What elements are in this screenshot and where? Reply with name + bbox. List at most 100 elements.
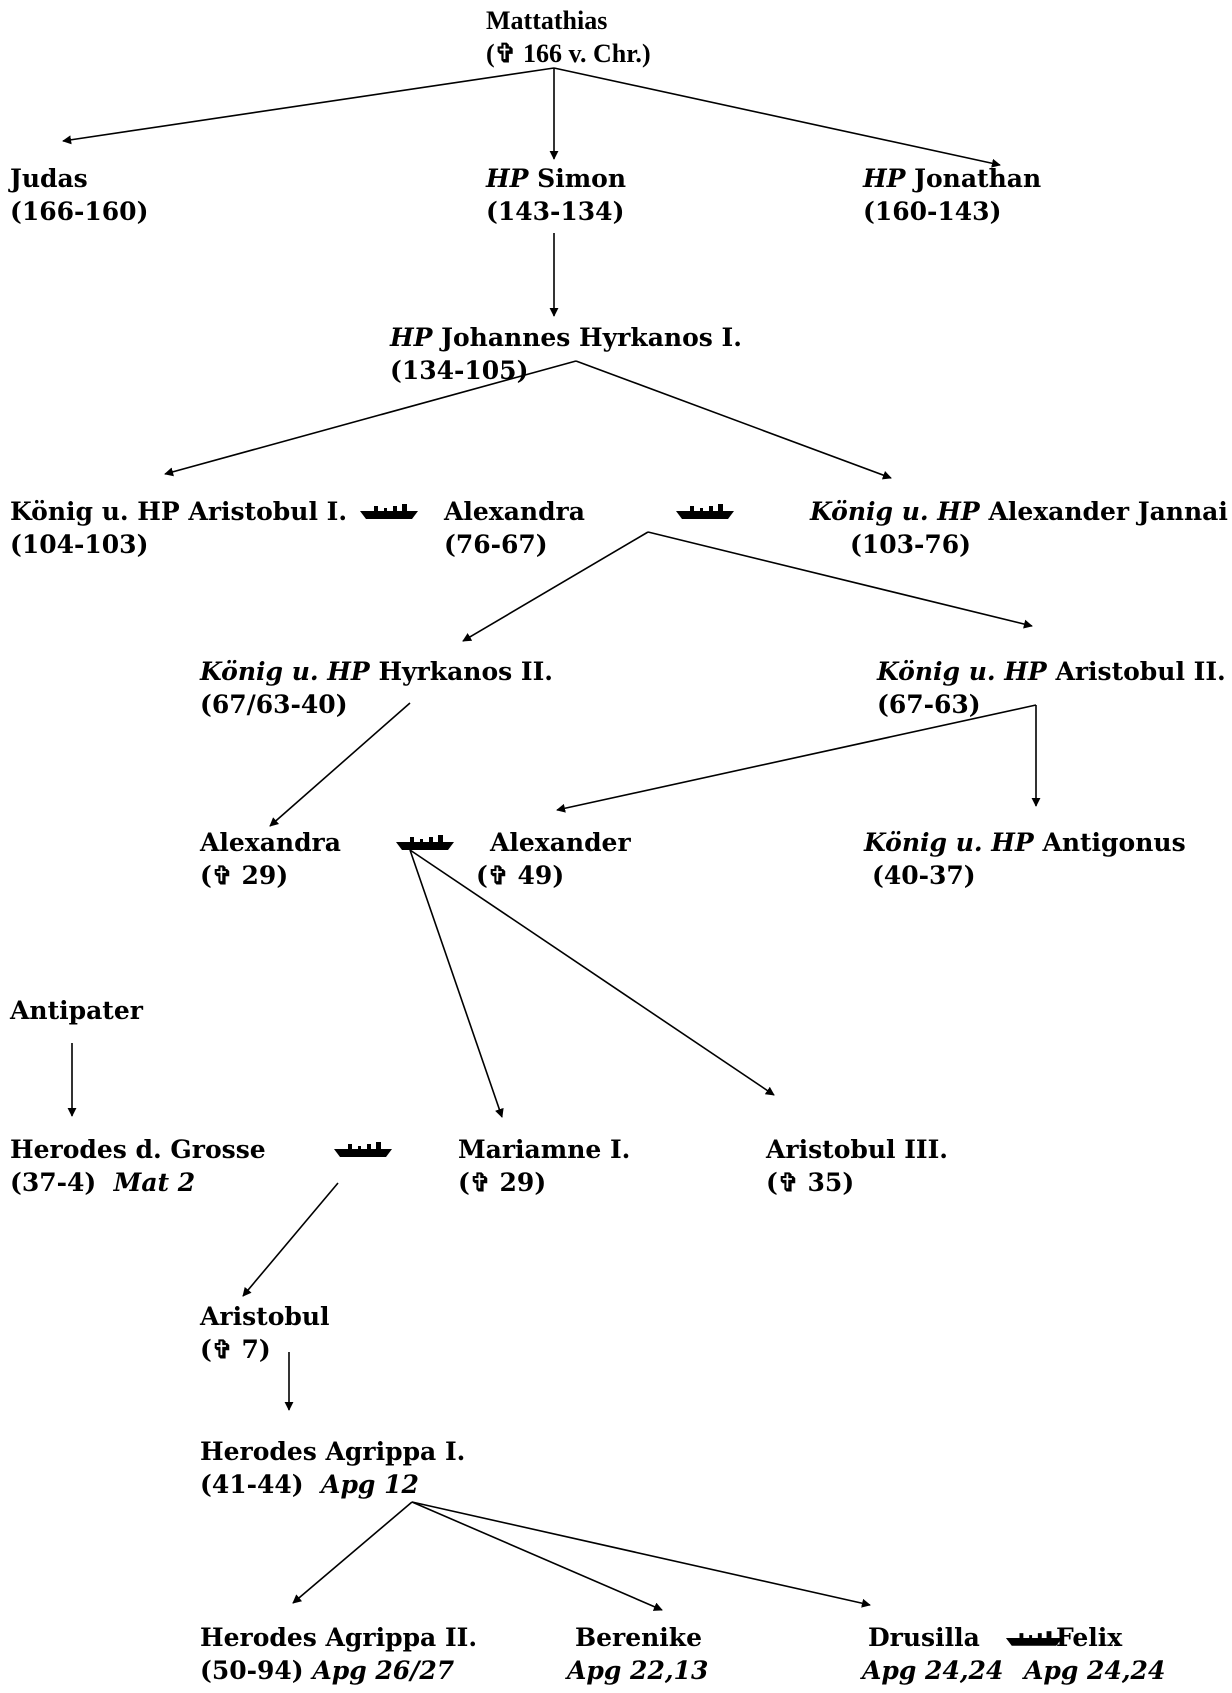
node-title: HP xyxy=(863,164,906,193)
node-dates: (134-105) xyxy=(390,356,529,385)
node-name: Alexander xyxy=(490,828,631,857)
edge-hyrkanos2-alexandra2 xyxy=(269,702,411,827)
edge-couple-aristobul2 xyxy=(647,531,1033,629)
death-year: 7 xyxy=(241,1335,259,1364)
node-mattathias: Mattathias (✞ 166 v. Chr.) xyxy=(486,6,651,68)
edge-mattathias-judas xyxy=(62,67,555,145)
node-name: Simon xyxy=(537,164,626,193)
node-name: Alexandra xyxy=(444,497,585,526)
marriage-ship-icon xyxy=(360,504,418,519)
node-dates: (143-134) xyxy=(486,197,625,226)
edge-aristobul2-alexander xyxy=(556,704,1037,813)
node-aristobul1: König u. HP Aristobul I. (104-103) xyxy=(10,495,347,561)
cross-icon: ✞ xyxy=(487,861,509,890)
node-alexander: Alexander (✞ 49) xyxy=(476,828,631,890)
marriage-ship-icon xyxy=(676,504,734,519)
node-berenike: Berenike Apg 22,13 xyxy=(567,1621,708,1687)
edge-hyrkanos1-jannai xyxy=(575,360,892,480)
node-title: König u. HP xyxy=(810,497,980,526)
node-aristobul: Aristobul (✞ 7) xyxy=(200,1302,330,1364)
bible-reference: Mat 2 xyxy=(113,1168,196,1197)
node-agrippa2: Herodes Agrippa II. (50-94) Apg 26/27 xyxy=(200,1621,477,1687)
edge-agrippa1-agrippa2 xyxy=(292,1501,413,1604)
edge-couple-hyrkanos2 xyxy=(462,531,649,642)
node-herodes: Herodes d. Grosse (37-4) Mat 2 xyxy=(10,1133,266,1199)
node-dates: (41-44) xyxy=(200,1470,304,1499)
node-dates: (76-67) xyxy=(444,530,548,559)
edge-herodes-aristobul xyxy=(242,1182,339,1297)
node-name: Aristobul II. xyxy=(1055,657,1226,686)
node-mariamne: Mariamne I. (✞ 29) xyxy=(458,1135,631,1197)
node-drusilla: Drusilla Apg 24,24 xyxy=(862,1621,1003,1687)
bible-reference: Apg 12 xyxy=(321,1470,419,1499)
node-dates: (166-160) xyxy=(10,197,149,226)
node-hyrkanos1: HP Johannes Hyrkanos I. (134-105) xyxy=(390,321,742,387)
node-dates: (67-63) xyxy=(877,690,981,719)
node-name: Alexandra xyxy=(200,828,341,857)
node-alexandra1: Alexandra (76-67) xyxy=(444,495,585,561)
node-antipater: Antipater xyxy=(10,994,143,1027)
bible-reference: Apg 22,13 xyxy=(567,1656,709,1685)
node-title: König u. HP xyxy=(200,657,370,686)
node-name: Aristobul xyxy=(200,1302,330,1331)
death-year: 35 xyxy=(807,1168,843,1197)
edge-agrippa1-berenike xyxy=(411,1501,663,1611)
node-title: HP xyxy=(390,323,433,352)
node-dates: (103-76) xyxy=(850,530,972,559)
node-name: Drusilla xyxy=(868,1623,980,1652)
edge-agrippa1-drusilla xyxy=(411,1501,871,1608)
node-antigonus: König u. HP Antigonus (40-37) xyxy=(864,826,1186,892)
node-dates: (67/63-40) xyxy=(200,690,348,719)
node-aristobul3: Aristobul III. (✞ 35) xyxy=(766,1135,949,1197)
node-name: Antipater xyxy=(10,996,143,1025)
cross-icon: ✞ xyxy=(211,1335,233,1364)
node-aristobul2: König u. HP Aristobul II. (67-63) xyxy=(877,655,1226,721)
node-name: Herodes Agrippa II. xyxy=(200,1623,478,1652)
cross-icon: ✞ xyxy=(469,1168,491,1197)
node-agrippa1: Herodes Agrippa I. (41-44) Apg 12 xyxy=(200,1435,465,1501)
node-name: Judas xyxy=(10,164,88,193)
node-name: Jonathan xyxy=(914,164,1042,193)
node-name: Aristobul III. xyxy=(766,1135,949,1164)
node-name: König u. HP Aristobul I. xyxy=(10,497,348,526)
node-dates: (50-94) xyxy=(200,1656,304,1685)
node-dates: (160-143) xyxy=(863,197,1002,226)
node-judas: Judas (166-160) xyxy=(10,162,148,228)
death-year: 49 xyxy=(517,861,553,890)
bible-reference: Apg 24,24 xyxy=(1024,1656,1166,1685)
bible-reference: Apg 26/27 xyxy=(312,1656,455,1685)
death-year: 29 xyxy=(241,861,277,890)
node-jannai: König u. HP Alexander Jannai (103-76) xyxy=(810,495,1228,561)
node-dates: (37-4) xyxy=(10,1168,97,1197)
node-name: Mattathias xyxy=(486,6,608,35)
node-name: Antigonus xyxy=(1042,828,1186,857)
cross-icon: ✞ xyxy=(211,861,233,890)
death-date: 166 v. Chr. xyxy=(522,39,642,68)
edge-hyrkanos1-aristobul1 xyxy=(164,360,577,477)
node-name: Berenike xyxy=(575,1623,703,1652)
node-felix: Felix Apg 24,24 xyxy=(1024,1621,1165,1687)
node-simon: HP Simon (143-134) xyxy=(486,162,626,228)
node-title: König u. HP xyxy=(877,657,1047,686)
bible-reference: Apg 24,24 xyxy=(862,1656,1004,1685)
edge-couple-mariamne xyxy=(409,849,504,1118)
node-jonathan: HP Jonathan (160-143) xyxy=(863,162,1041,228)
node-name: Alexander Jannai xyxy=(988,497,1228,526)
marriage-ship-icon xyxy=(396,835,454,850)
cross-icon: ✞ xyxy=(494,39,517,68)
node-name: Johannes Hyrkanos I. xyxy=(441,323,742,352)
node-title: König u. HP xyxy=(864,828,1034,857)
node-hyrkanos2: König u. HP Hyrkanos II. (67/63-40) xyxy=(200,655,553,721)
death-year: 29 xyxy=(499,1168,535,1197)
marriage-ship-icon xyxy=(334,1142,392,1157)
node-title: HP xyxy=(486,164,529,193)
node-dates: (104-103) xyxy=(10,530,149,559)
node-alexandra2: Alexandra (✞ 29) xyxy=(200,828,341,890)
edge-mattathias-jonathan xyxy=(553,67,1001,168)
cross-icon: ✞ xyxy=(777,1168,799,1197)
node-name: Herodes Agrippa I. xyxy=(200,1437,466,1466)
marriage-ship-icon xyxy=(1005,1631,1063,1646)
node-name: Hyrkanos II. xyxy=(378,657,553,686)
